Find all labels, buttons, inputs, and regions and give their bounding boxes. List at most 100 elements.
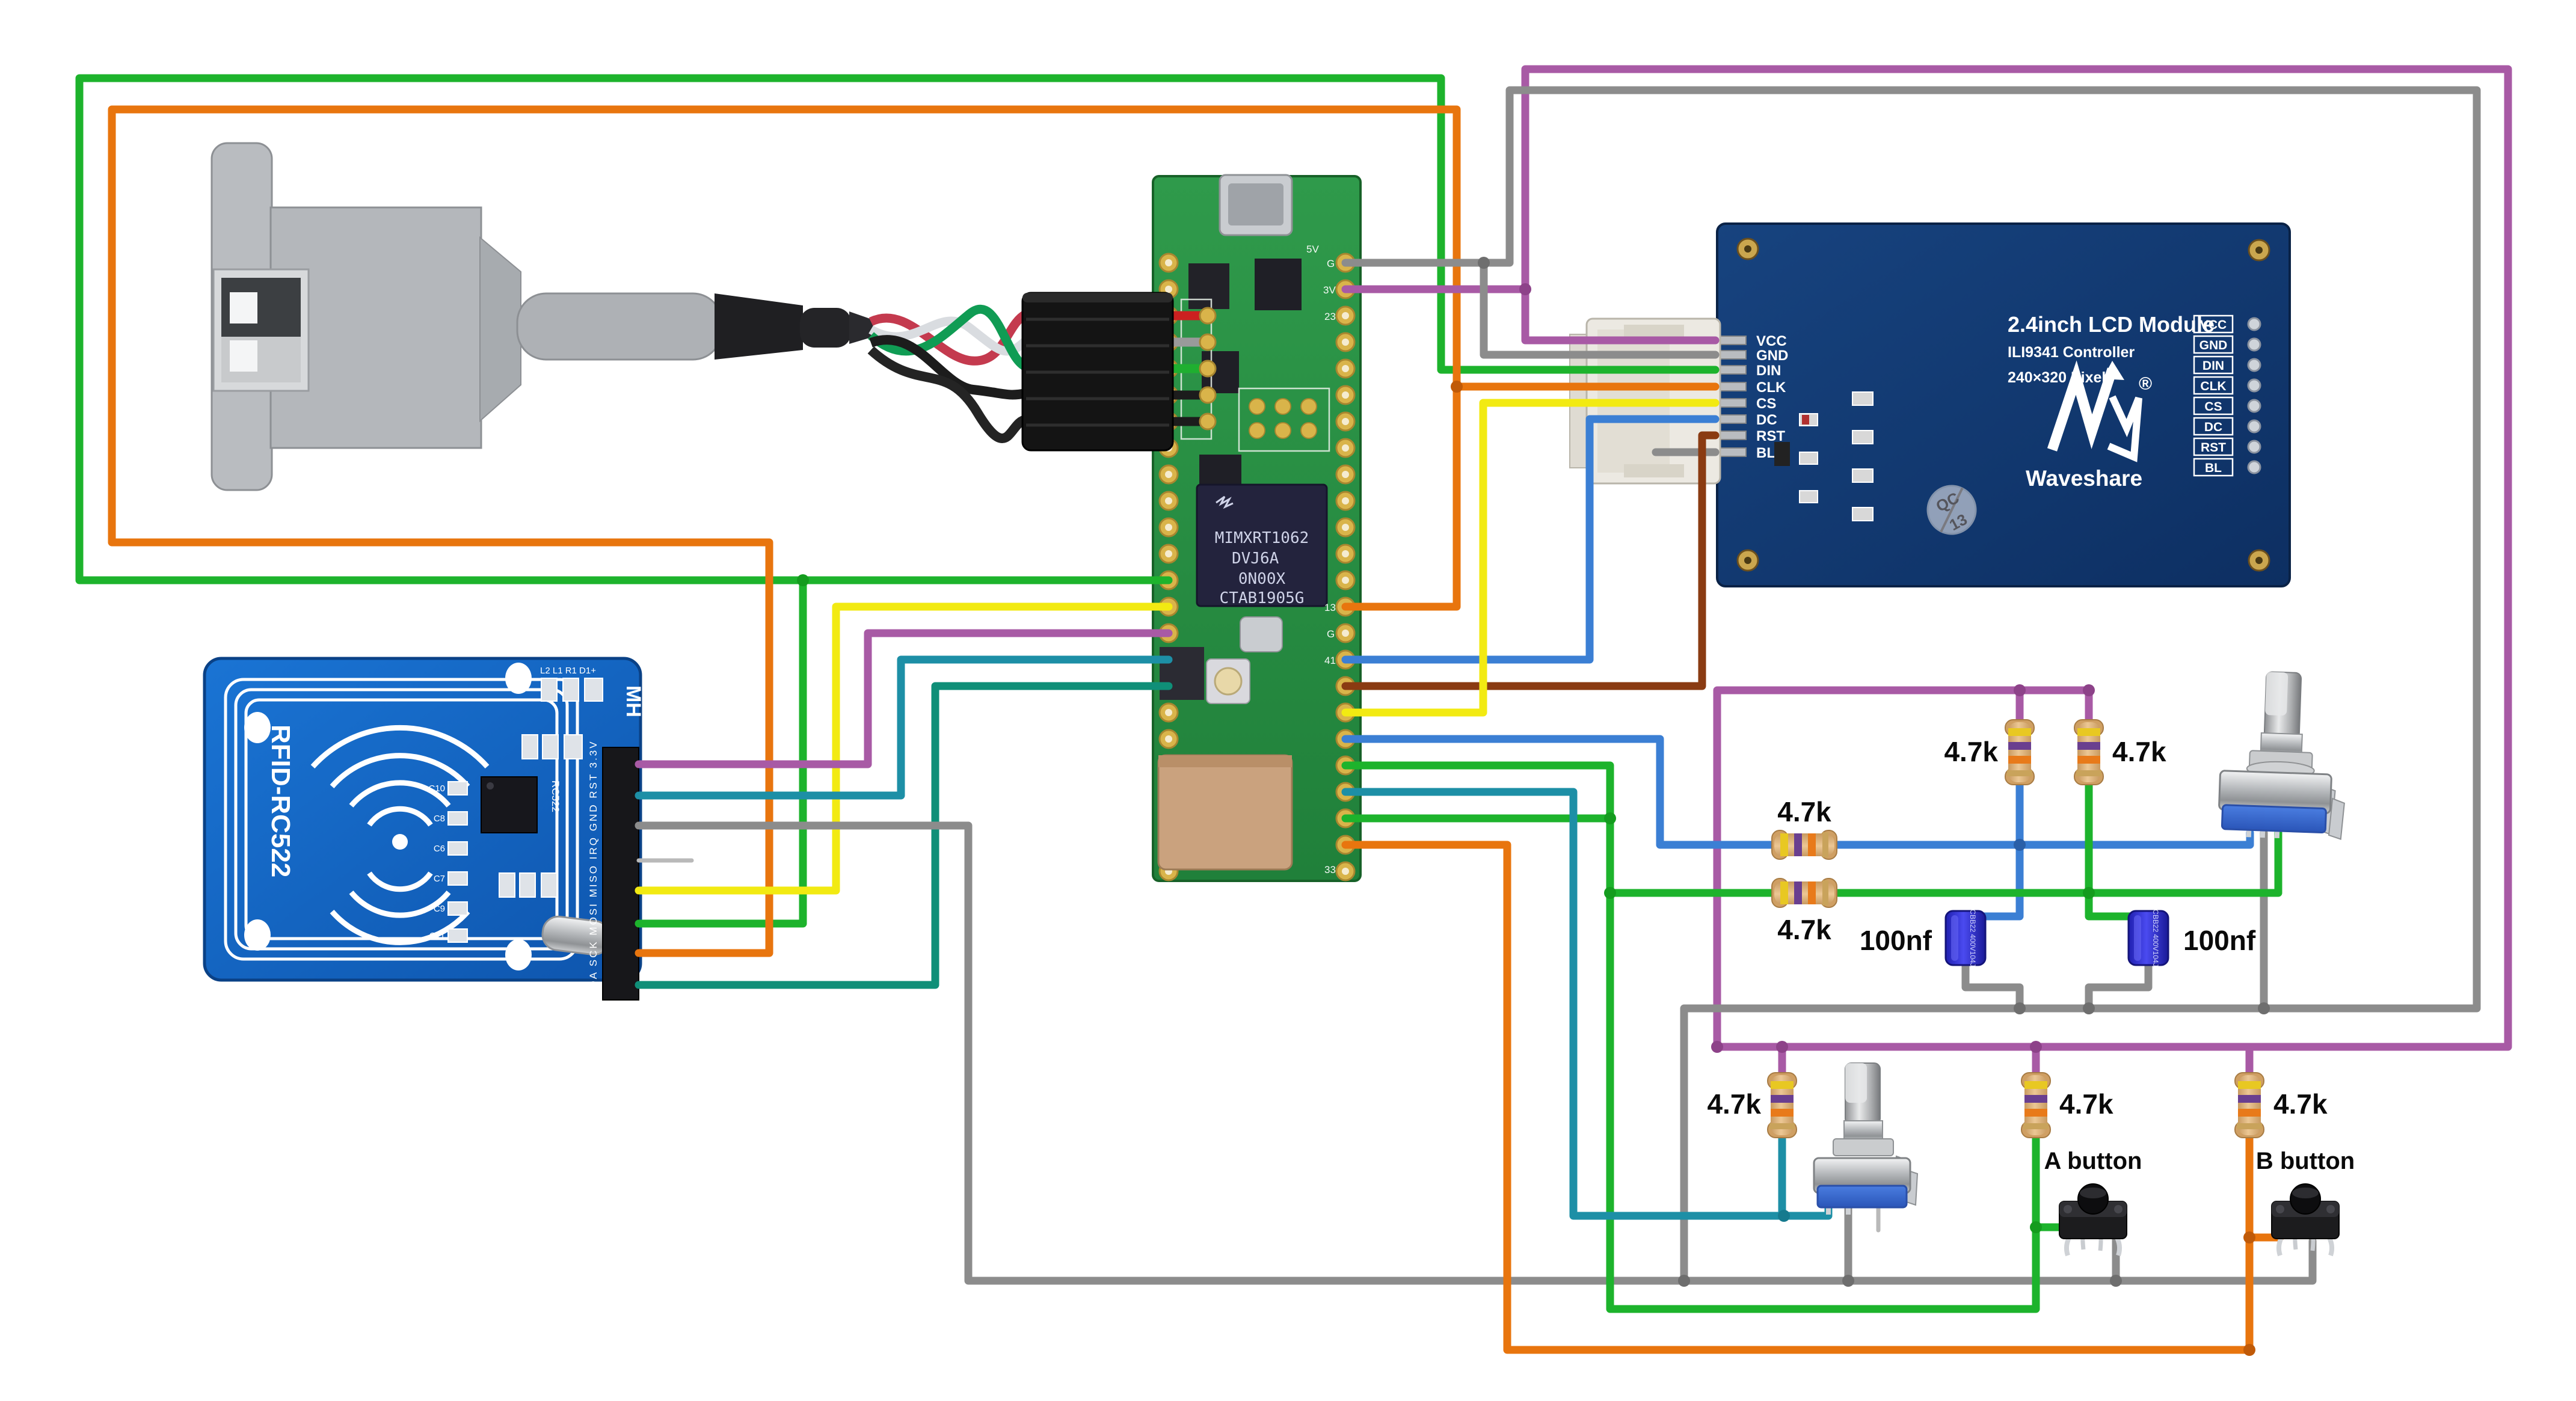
flash-chip	[1160, 647, 1204, 700]
wire-junction-dot	[2083, 887, 2095, 899]
svg-text:C8: C8	[434, 814, 445, 824]
yellow-lcd-cs	[1341, 399, 1720, 717]
svg-text:G: G	[1327, 628, 1335, 640]
wire-junction-dot	[1451, 381, 1463, 393]
wire-junction-dot	[2014, 684, 2026, 696]
teensy-pad-hole	[1165, 471, 1172, 478]
teal-rfid-rst	[635, 655, 1173, 800]
green-mosi-rfid-branch	[635, 576, 807, 928]
svg-text:BL: BL	[2205, 461, 2222, 475]
usb-panel-connector	[211, 142, 521, 491]
wire-junction-dot	[2030, 1041, 2042, 1053]
lcd-title: 2.4inch LCD Module	[2008, 312, 2215, 337]
resistor-r5-4k7	[1767, 1072, 1797, 1138]
small-ic-1	[1255, 259, 1302, 310]
blue-enc1-a	[1341, 735, 2254, 849]
svg-text:DIN: DIN	[2203, 359, 2224, 373]
chip-line-3: 0N00X	[1238, 570, 1286, 588]
svg-text:VCC: VCC	[2200, 318, 2227, 332]
wire-junction-dot	[2110, 1275, 2122, 1287]
teensy-pad-hole	[1342, 524, 1349, 531]
chip-logo-icon	[1216, 495, 1234, 509]
wire-junction-dot	[1678, 1275, 1690, 1287]
svg-text:CS: CS	[2204, 400, 2222, 414]
brown-lcd-rst	[1341, 431, 1720, 690]
r7-label: 4.7k	[2273, 1088, 2328, 1120]
teensy-pad-hole	[1165, 735, 1172, 743]
resistor-r2-4k7	[2074, 719, 2104, 785]
wire-junction-dot	[1519, 283, 1531, 295]
svg-text:RST: RST	[2201, 441, 2226, 455]
teensy-pad-hole	[1165, 709, 1172, 716]
crystal	[1240, 616, 1283, 652]
blue-lcd-dc	[1341, 415, 1720, 664]
teensy-pin-marks: 5V G 3V 23 13 G 41 33	[1306, 244, 1336, 875]
wire-junction-dot	[1711, 1041, 1723, 1053]
capacitor-100nf-1	[1944, 908, 1987, 968]
wire-junction-dot	[2030, 1221, 2042, 1233]
wire-junction-dot	[2083, 1002, 2095, 1014]
rfid-header-labels: SDA SCK MOSI MISO IRQ GND RST 3.3V	[588, 740, 599, 997]
svg-text:BL: BL	[1756, 445, 1775, 461]
svg-text:DC: DC	[2204, 420, 2222, 434]
gray-gnd-rfid-bottom-bus	[635, 821, 2317, 1285]
svg-text:3V: 3V	[1323, 284, 1336, 296]
gray-gnd-main	[1341, 86, 2481, 1285]
wire-junction-dot	[1604, 887, 1616, 899]
usb-dupont-connector	[1021, 292, 1217, 452]
svg-text:GND: GND	[2199, 339, 2228, 352]
rfid-smd-parts	[447, 678, 603, 943]
svg-text:5V: 5V	[1306, 244, 1319, 255]
usb-wire-green	[868, 304, 1028, 372]
svg-text:G: G	[1327, 258, 1335, 269]
teensy-board: MIMXRT1062 DVJ6A 0N00X CTAB1905G 5V G 3V…	[1152, 174, 1362, 882]
usb-wire-red	[868, 310, 1029, 366]
teensy-pad-hole	[1342, 444, 1349, 452]
a-button-label: A button	[2044, 1148, 2142, 1174]
chip-line-1: MIMXRT1062	[1215, 529, 1309, 547]
purple-3v3-main	[1341, 65, 2512, 1051]
capacitor-100nf-2	[2127, 908, 2169, 968]
darkteal-rfid-sda	[635, 682, 1173, 989]
rotary-encoder-1[interactable]	[2218, 670, 2349, 841]
svg-text:GND: GND	[1756, 348, 1788, 364]
teensy-pad-hole	[1342, 497, 1349, 504]
teensy-pad-hole	[1165, 259, 1172, 266]
teensy-pad-hole	[1342, 418, 1349, 425]
svg-text:41: 41	[1324, 655, 1336, 666]
svg-text:13: 13	[1324, 602, 1336, 613]
cap1-label: 100nf	[1860, 925, 1932, 956]
wire-junction-dot	[1604, 812, 1616, 824]
svg-text:C6: C6	[434, 844, 445, 854]
teensy-pad-hole	[1342, 339, 1349, 346]
rfid-screw-holes	[244, 663, 532, 970]
purple-lcd-vcc	[1521, 285, 1720, 345]
rfid-mark: MH	[622, 685, 645, 717]
rfid-chip-label: RC522	[550, 780, 561, 812]
resistor-r7-4k7	[2234, 1072, 2264, 1138]
resistor-r4-4k7	[1771, 878, 1837, 908]
rfid-cap-refs: C10 C8 C6 C7 C9 C11	[428, 783, 445, 941]
teensy-pad-hole	[1342, 630, 1349, 637]
usb-wire-black2	[867, 346, 1027, 443]
wire-junction-dot	[1778, 1210, 1790, 1222]
rfid-board-label: RFID-RC522	[266, 725, 295, 877]
gray-cap2-gnd	[2085, 958, 2153, 1013]
wire-junction-dot	[2258, 1002, 2270, 1014]
r4-label: 4.7k	[1777, 914, 1831, 945]
svg-text:33: 33	[1324, 864, 1336, 875]
wire-junction-dot	[1776, 1041, 1788, 1053]
teensy-pad-hole	[1342, 577, 1349, 584]
cap2-label: 100nf	[2183, 925, 2256, 956]
purple-rfid-3v3	[635, 629, 1173, 768]
waveshare-logo-icon: ®	[2047, 360, 2152, 462]
teensy-pad-hole	[1165, 286, 1172, 293]
rotary-encoder-2[interactable]	[1813, 1062, 1919, 1215]
usb-cable	[516, 292, 1030, 443]
gray-lcd-gnd	[1480, 259, 1720, 359]
svg-text:RST: RST	[1756, 428, 1785, 444]
resistor-r3-4k7	[1771, 830, 1837, 860]
orange-sck-bus	[108, 105, 1461, 957]
svg-text:C7: C7	[434, 874, 445, 884]
